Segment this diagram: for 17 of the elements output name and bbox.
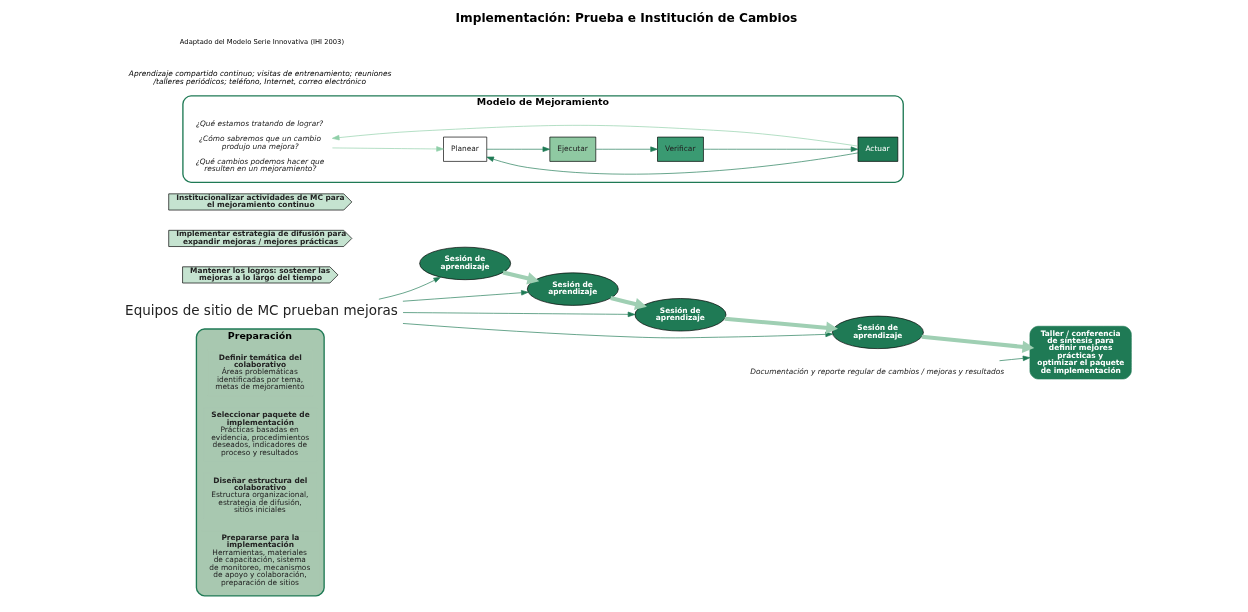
arrow bbox=[402, 323, 833, 339]
arrow bbox=[702, 146, 858, 152]
arrow bbox=[378, 276, 441, 300]
arrow bbox=[486, 152, 858, 175]
arrow bbox=[998, 355, 1030, 362]
arrow bbox=[402, 290, 529, 302]
node-text: Equipos de sitio de MC prueban mejoras bbox=[124, 301, 398, 318]
arrow bbox=[609, 296, 647, 311]
arrow bbox=[502, 270, 539, 285]
arrow bbox=[595, 146, 658, 152]
arrow bbox=[402, 311, 635, 318]
arrow bbox=[485, 146, 550, 152]
arrow bbox=[331, 146, 444, 152]
arrow bbox=[331, 125, 858, 147]
arrow bbox=[724, 316, 838, 334]
arrow bbox=[921, 334, 1034, 353]
diagram-title: Implementación: Prueba e Institución de Cambios bbox=[455, 11, 797, 26]
